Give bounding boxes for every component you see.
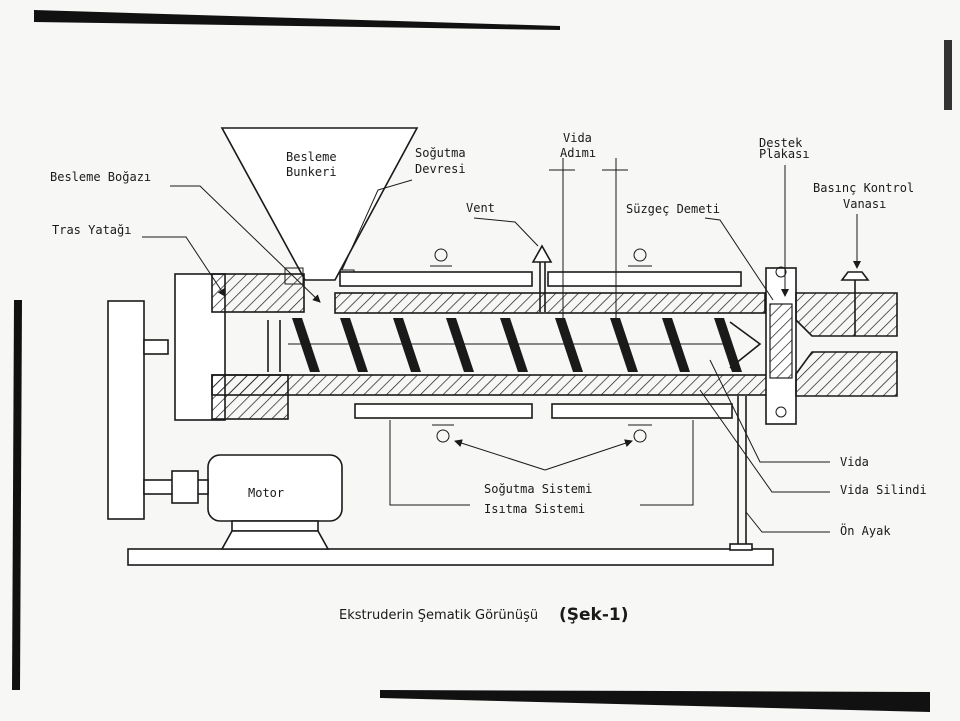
- label-vida: Vida: [840, 455, 869, 469]
- label-besleme-bunkeri-line2: Bunkeri: [286, 165, 337, 179]
- pressure-valve: [840, 271, 870, 336]
- label-vida-silindi: Vida Silindi: [840, 483, 927, 497]
- die-head: [795, 292, 898, 397]
- bottom-lamp-left: [432, 424, 454, 443]
- label-vida-adimi-line2: Adımı: [560, 146, 596, 160]
- label-vida-adimi-line1: Vida: [563, 131, 592, 145]
- throat-block: [211, 273, 305, 313]
- cooling-jacket-right: [547, 271, 742, 287]
- scan-border: [12, 10, 952, 712]
- figure-caption: Ekstruderin Şematik Görünüşü: [339, 608, 538, 623]
- throat-block-low: [211, 374, 289, 420]
- label-sogutma-devresi-line2: Devresi: [415, 162, 466, 176]
- label-sogutma-sistemi: Soğutma Sistemi: [484, 482, 592, 496]
- heater-band-left: [354, 403, 533, 419]
- screw: [267, 318, 762, 372]
- label-besleme-bogazi: Besleme Boğazı: [50, 170, 151, 184]
- top-lamp-left: [430, 248, 452, 267]
- leader-lines: [142, 158, 861, 533]
- label-motor: Motor: [248, 486, 284, 500]
- label-suzgec-demeti: Süzgeç Demeti: [626, 202, 720, 216]
- label-sogutma-devresi-line1: Soğutma: [415, 146, 466, 160]
- barrel-bottom-wall: [211, 374, 773, 396]
- label-tras-yatagi: Tras Yatağı: [52, 223, 131, 237]
- motor: [143, 454, 343, 550]
- bottom-lamp-right: [628, 424, 652, 443]
- breaker-plate: [765, 266, 797, 425]
- vent: [531, 244, 553, 312]
- label-basinc-kontrol-line1: Basınç Kontrol: [813, 181, 914, 195]
- barrel-top-wall: [334, 292, 766, 314]
- base-plate: [127, 548, 774, 566]
- top-lamp-right: [628, 248, 652, 267]
- gear-shaft: [143, 339, 169, 355]
- heater-band-right: [551, 403, 733, 419]
- label-on-ayak: Ön Ayak: [840, 522, 891, 538]
- cooling-jacket-left: [339, 271, 533, 287]
- label-destek-plakasi-line1: Destek: [759, 136, 803, 150]
- label-basinc-kontrol-line2: Vanası: [843, 197, 886, 211]
- label-vent: Vent: [466, 201, 495, 215]
- label-destek-plakasi-line2: Plakası: [759, 147, 810, 161]
- front-leg: [729, 396, 753, 551]
- figure-reference: (Şek-1): [559, 605, 629, 625]
- gear-plate: [107, 300, 145, 520]
- label-besleme-bunkeri-line1: Besleme: [286, 150, 337, 164]
- label-isitma-sistemi: Isıtma Sistemi: [484, 502, 585, 516]
